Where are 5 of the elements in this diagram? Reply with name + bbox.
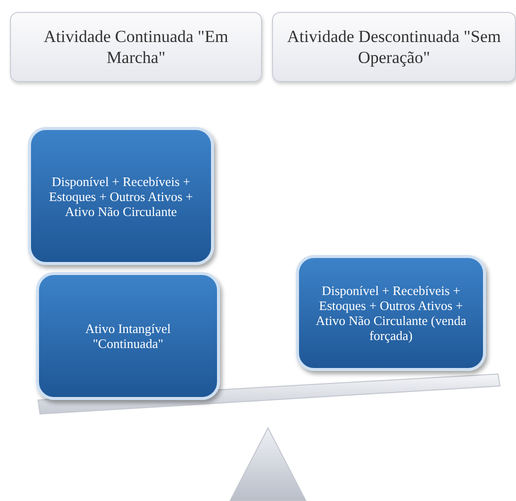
asset-box: Ativo Intangível "Continuada" — [36, 272, 220, 400]
header-box: Atividade Continuada "Em Marcha" — [10, 12, 262, 82]
asset-box: Disponível + Recebíveis + Estoques + Outros Ativos + Ativo Não Circulante — [28, 127, 214, 265]
header-box: Atividade Descontinuada "Sem Operação" — [272, 12, 516, 82]
asset-box: Disponível + Recebíveis + Estoques + Outros Ativos + Ativo Não Circulante (venda forçada) — [296, 255, 486, 371]
